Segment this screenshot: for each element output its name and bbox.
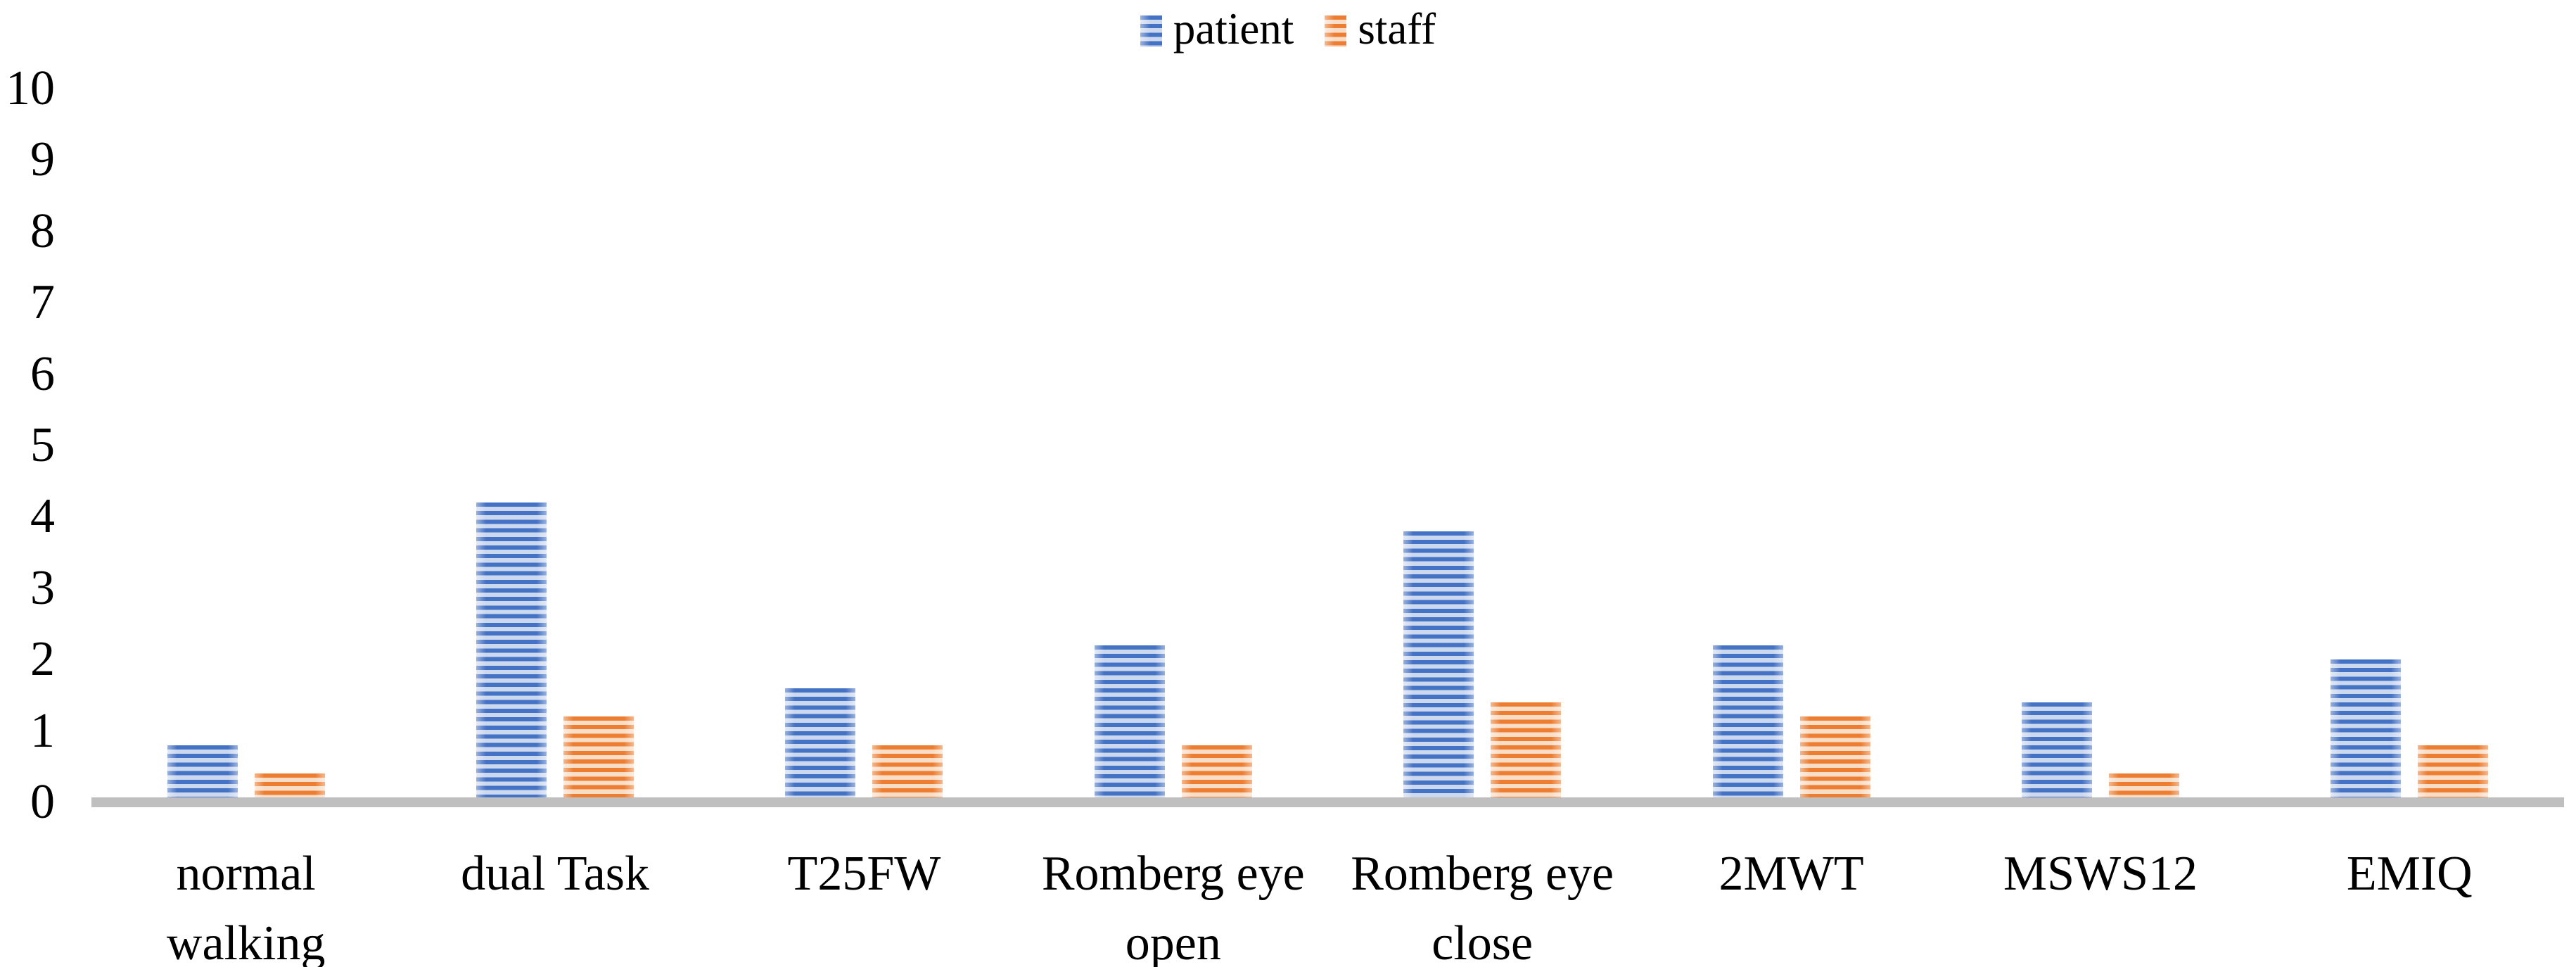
y-tick-label-1: 1: [30, 703, 55, 758]
patient-legend-swatch: [1140, 15, 1162, 47]
patient-bar-5: [1403, 531, 1474, 802]
bar-group-6: [1637, 645, 1946, 802]
staff-bar-6: [1799, 716, 1870, 802]
bars-layer: [91, 503, 2564, 802]
y-tick-label-9: 9: [30, 132, 55, 187]
category-label-3: T25FW: [787, 847, 941, 901]
patient-bar-2: [476, 503, 547, 802]
staff-bar-4: [1181, 745, 1252, 802]
bar-group-8: [2255, 659, 2564, 802]
category-label-1: normal walking: [166, 847, 326, 967]
staff-legend-swatch: [1325, 15, 1347, 47]
bar-group-7: [1946, 702, 2255, 802]
y-tick-label-3: 3: [30, 560, 55, 615]
y-tick-label-4: 4: [30, 489, 55, 544]
patient-bar-6: [1712, 645, 1783, 802]
chart-legend: patient staff: [0, 7, 2576, 56]
legend-item-staff: staff: [1325, 7, 1436, 56]
category-label-4: Romberg eye open: [1041, 847, 1305, 967]
patient-bar-1: [167, 745, 238, 802]
patient-legend-label: patient: [1173, 4, 1294, 53]
y-tick-label-2: 2: [30, 632, 55, 687]
bar-group-3: [710, 688, 1019, 802]
category-label-2: dual Task: [461, 847, 650, 901]
y-tick-label-8: 8: [30, 203, 55, 258]
category-label-8: EMIQ: [2346, 847, 2473, 901]
patient-bar-4: [1094, 645, 1165, 802]
y-tick-label-6: 6: [30, 346, 55, 401]
staff-bar-5: [1491, 702, 1562, 802]
category-label-6: 2MWT: [1719, 847, 1864, 901]
y-tick-label-10: 10: [6, 61, 55, 115]
staff-bar-8: [2418, 745, 2489, 802]
bar-group-1: [91, 745, 400, 802]
y-tick-label-7: 7: [30, 275, 55, 330]
staff-bar-3: [872, 745, 943, 802]
y-tick-label-0: 0: [30, 775, 55, 829]
bar-group-2: [400, 503, 709, 802]
patient-bar-8: [2330, 659, 2402, 802]
category-label-7: MSWS12: [2003, 847, 2198, 901]
bar-group-4: [1019, 645, 1327, 802]
x-axis-line: [91, 797, 2564, 807]
patient-bar-3: [785, 688, 856, 802]
y-tick-label-5: 5: [30, 418, 55, 472]
category-label-5: Romberg eye close: [1351, 847, 1614, 967]
staff-legend-label: staff: [1358, 4, 1436, 53]
staff-bar-2: [563, 716, 635, 802]
patient-bar-7: [2021, 702, 2092, 802]
bar-group-5: [1328, 531, 1637, 802]
legend-item-patient: patient: [1140, 7, 1294, 56]
